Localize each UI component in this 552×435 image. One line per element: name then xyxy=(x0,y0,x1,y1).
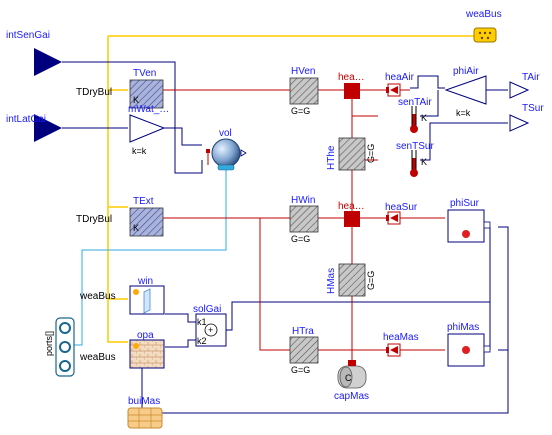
heat-node-air-label: hea… xyxy=(338,72,365,83)
fluid-port-line xyxy=(72,168,227,346)
opa-block[interactable] xyxy=(129,339,165,369)
tsur-output[interactable] xyxy=(509,114,530,132)
hwin-param: G=G xyxy=(291,234,310,244)
phiair-gain[interactable] xyxy=(444,75,487,105)
text-block[interactable]: K xyxy=(129,207,164,237)
tven-unit: K xyxy=(133,95,139,105)
phiair-param: k=k xyxy=(456,108,471,118)
heat-node-air[interactable] xyxy=(344,83,360,99)
heaair-block[interactable] xyxy=(386,83,401,97)
heat-node-surface[interactable] xyxy=(344,211,360,227)
phisur-label: phiSur xyxy=(450,198,480,209)
mwat-gain[interactable] xyxy=(129,114,166,143)
solgai-label: solGai xyxy=(193,304,221,315)
buimas-label: buiMas xyxy=(128,396,160,407)
sentair-unit: K xyxy=(421,113,427,123)
hmas-label: HMas xyxy=(326,268,337,294)
opa-label: opa xyxy=(137,330,154,341)
intsengai-label: intSenGai xyxy=(6,30,50,41)
hthe-conductor[interactable] xyxy=(338,137,366,171)
heamas-block[interactable] xyxy=(386,343,401,357)
intsengai-input[interactable] xyxy=(34,48,62,76)
hwin-conductor[interactable] xyxy=(289,205,319,233)
vol-label: vol xyxy=(219,128,232,139)
intlatgai-input[interactable] xyxy=(34,114,62,142)
buimas-block[interactable] xyxy=(127,407,163,429)
weather-bus-lines xyxy=(107,35,478,343)
tair-output[interactable] xyxy=(509,81,530,99)
ports-label: ports[] xyxy=(44,331,54,356)
heasur-block[interactable] xyxy=(386,211,401,225)
solgai-plus: + xyxy=(208,325,213,335)
solgai-k2: k2 xyxy=(197,336,207,346)
capmas-capacitor[interactable]: C xyxy=(337,360,367,389)
htra-label: HTra xyxy=(292,326,314,337)
tsur-label: TSur xyxy=(522,103,544,114)
tven-label: TVen xyxy=(133,68,156,79)
tdrybul-label-1: TDryBul xyxy=(76,87,112,98)
hmas-conductor[interactable] xyxy=(338,263,366,297)
solgai-adder[interactable]: + k1 k2 xyxy=(195,313,227,347)
hven-conductor[interactable] xyxy=(289,77,319,105)
phimas-label: phiMas xyxy=(447,322,479,333)
win-block[interactable] xyxy=(129,285,165,315)
heaair-label: heaAir xyxy=(385,72,415,83)
weabus-label-opa: weaBus xyxy=(79,352,116,363)
phimas-block[interactable] xyxy=(447,333,491,367)
heat-node-surface-label: hea… xyxy=(338,201,365,212)
hwin-label: HWin xyxy=(291,195,315,206)
hthe-label: HThe xyxy=(326,145,337,170)
signal-lines xyxy=(62,61,509,414)
text-unit: K xyxy=(133,223,139,233)
tven-block[interactable]: K xyxy=(129,79,164,109)
heasur-label: heaSur xyxy=(385,202,418,213)
weabus-label: weaBus xyxy=(465,9,502,20)
htra-param: G=G xyxy=(291,365,310,375)
hthe-param: G=G xyxy=(366,144,376,163)
hven-param: G=G xyxy=(291,106,310,116)
sentair-sensor[interactable] xyxy=(410,106,418,133)
sentsur-unit: K xyxy=(421,157,427,167)
ports-connector[interactable] xyxy=(55,317,75,377)
phisur-block[interactable] xyxy=(447,209,491,243)
heamas-label: heaMas xyxy=(383,332,419,343)
text-label: TExt xyxy=(133,196,154,207)
htra-conductor[interactable] xyxy=(289,336,319,364)
tdrybul-label-2: TDryBul xyxy=(76,214,112,225)
win-label: win xyxy=(137,276,153,287)
hven-label: HVen xyxy=(291,66,315,77)
hmas-param: G=G xyxy=(366,271,376,290)
solgai-k1: k1 xyxy=(197,317,207,327)
weabus-connector[interactable] xyxy=(473,27,497,43)
capmas-label: capMas xyxy=(334,391,369,402)
sentsur-sensor[interactable] xyxy=(410,150,418,177)
tair-label: TAir xyxy=(522,72,540,83)
sentair-label: senTAir xyxy=(398,97,432,108)
intlatgai-label: intLatGai xyxy=(6,114,46,125)
vol-component[interactable] xyxy=(206,138,247,171)
weabus-label-win: weaBus xyxy=(79,291,116,302)
sentsur-label: senTSur xyxy=(396,141,434,152)
capmas-symbol: C xyxy=(345,373,352,383)
mwat-param: k=k xyxy=(132,146,147,156)
mwat-label: mWat_… xyxy=(128,104,169,115)
phiair-label: phiAir xyxy=(453,66,479,77)
